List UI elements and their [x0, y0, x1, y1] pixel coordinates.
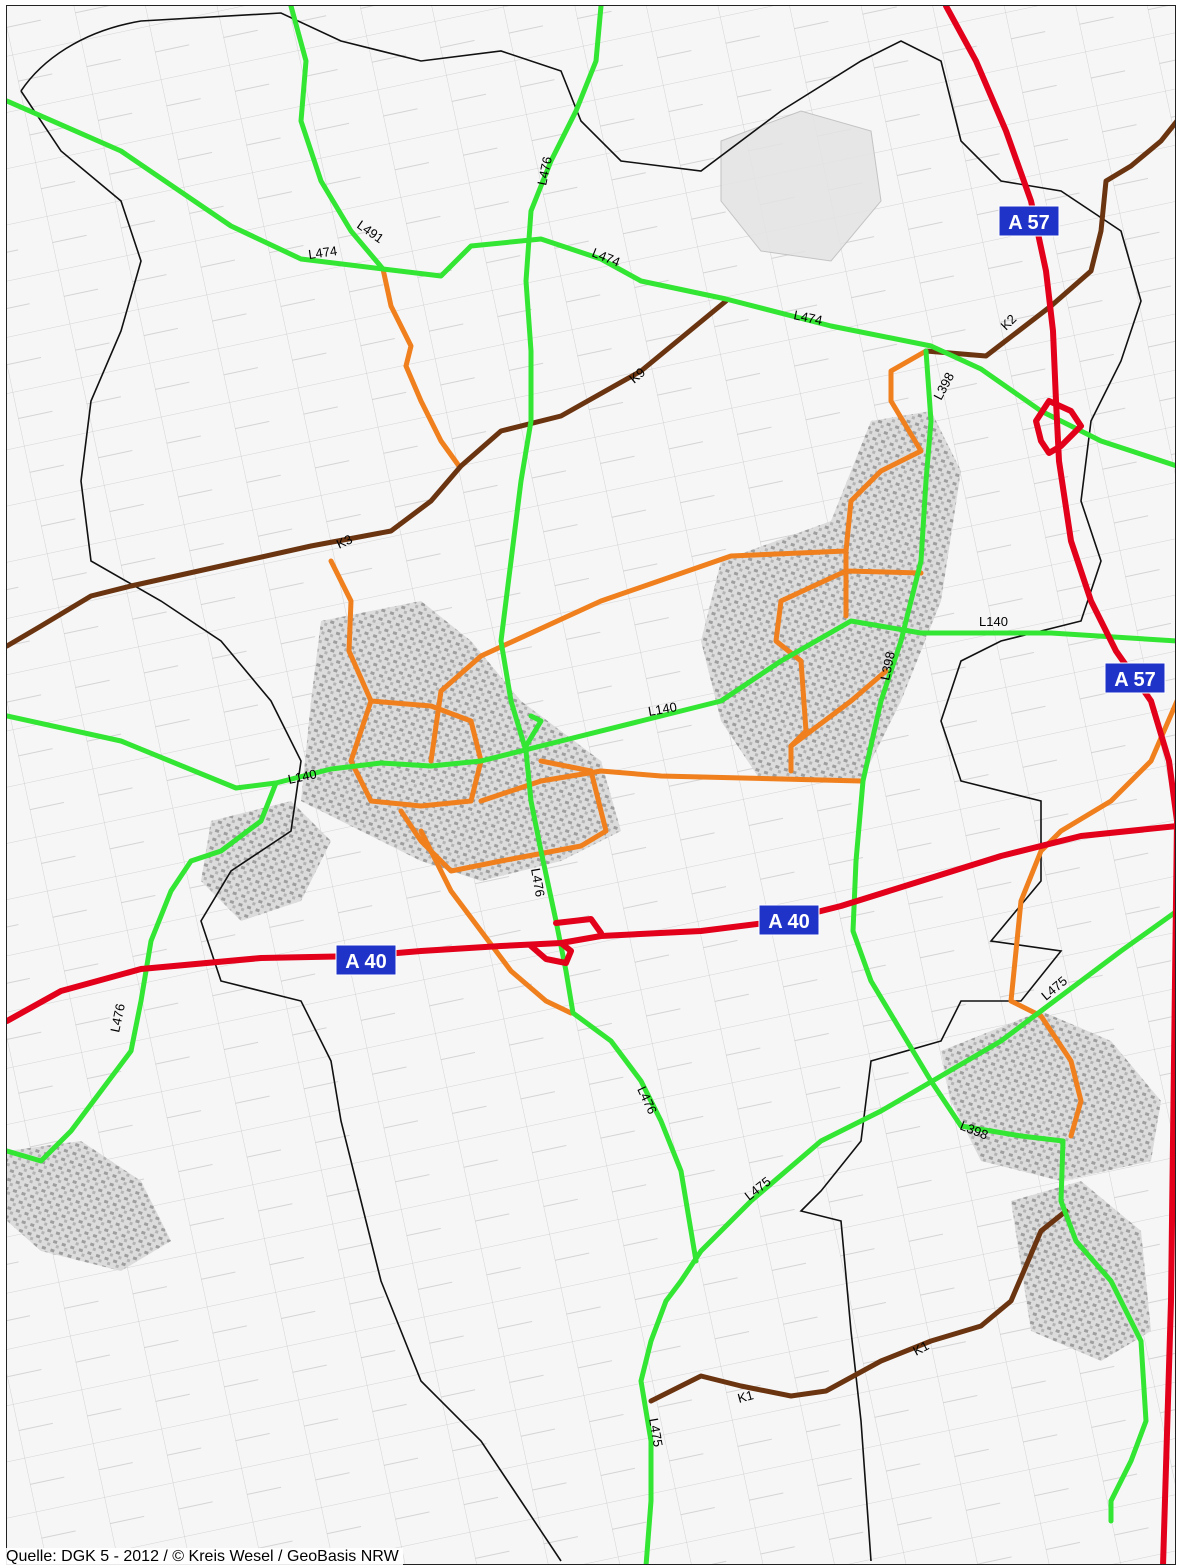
- motorway-a57: [943, 6, 1175, 1564]
- orange-road-north: [380, 266, 462, 469]
- motorway-label-a40-west: A 40: [345, 951, 387, 973]
- orange-ring-west: [348, 698, 484, 809]
- road-label-l140-east: L140: [979, 614, 1008, 629]
- road-label-k1-east: K1: [910, 1338, 931, 1359]
- motorway-a57-interchange: [1033, 398, 1084, 456]
- road-label-l140-west: L140: [287, 766, 318, 787]
- road-label-l140-mid: L140: [647, 699, 678, 719]
- motorway-shield-a40-east: A 40: [758, 904, 820, 936]
- road-label-l474-west: L474: [307, 243, 338, 262]
- settlement-southeast: [941, 1011, 1161, 1181]
- road-label-l398-mid: L398: [877, 650, 898, 681]
- motorway-label-a57-north: A 57: [1008, 212, 1050, 234]
- road-l475: [638, 909, 1175, 1564]
- orange-road-center-east: [478, 768, 864, 804]
- municipal-boundary: [20, 12, 1142, 1562]
- road-k2: [923, 119, 1175, 359]
- settlement-southwest: [7, 1141, 171, 1271]
- gemeindestrassen: [328, 266, 1175, 1139]
- road-k1: [648, 1208, 1069, 1404]
- settlement-center: [301, 601, 621, 881]
- motorway-shield-a40-west: A 40: [335, 944, 397, 976]
- motorway-shield-a57-east: A 57: [1104, 662, 1166, 694]
- orange-road-south: [418, 828, 574, 1016]
- quarry-hills: [720, 110, 882, 262]
- road-l474: [7, 98, 1175, 468]
- motorway-label-a57-east: A 57: [1114, 669, 1156, 691]
- kreisstrassen: [7, 119, 1175, 1404]
- orange-road-center-north: [428, 548, 849, 764]
- road-label-l476-west: L476: [107, 1002, 128, 1033]
- settlement-areas: [7, 110, 1161, 1361]
- map-frame: A 57 A 57 A 40 A 40 L474 L491 L476 L474 …: [6, 5, 1176, 1565]
- road-label-k1-west: K1: [736, 1387, 755, 1406]
- road-map[interactable]: A 57 A 57 A 40 A 40 L474 L491 L476 L474 …: [7, 6, 1176, 1565]
- road-l476: [498, 6, 699, 1264]
- motorway-label-a40-east: A 40: [768, 911, 810, 933]
- road-l140-center-spur: [523, 713, 544, 749]
- road-l491: [288, 6, 386, 272]
- map-source-caption: Quelle: DGK 5 - 2012 / © Kreis Wesel / G…: [2, 1548, 403, 1566]
- motorway-a40-interchange: [528, 916, 604, 966]
- road-l398: [850, 348, 1149, 1524]
- orange-road-far-east: [1008, 699, 1175, 1139]
- road-l140: [7, 618, 1175, 791]
- motorway-shield-a57-north: A 57: [998, 205, 1060, 237]
- road-k3: [7, 298, 729, 649]
- orange-road-east-loop: [843, 348, 929, 554]
- road-label-l476-north: L476: [534, 155, 555, 186]
- road-label-l474-east: L474: [792, 307, 823, 328]
- road-label-k3: K3: [334, 531, 355, 551]
- road-label-l475-south: L475: [646, 1417, 666, 1448]
- motorway-a40: [7, 823, 1175, 1024]
- road-label-l476-center: L476: [528, 867, 548, 898]
- settlement-east: [701, 411, 961, 781]
- orange-road-k3-south: [328, 558, 374, 704]
- settlement-west: [201, 801, 331, 921]
- motorways: [7, 6, 1175, 1564]
- orange-road-east-diagonal: [788, 668, 889, 749]
